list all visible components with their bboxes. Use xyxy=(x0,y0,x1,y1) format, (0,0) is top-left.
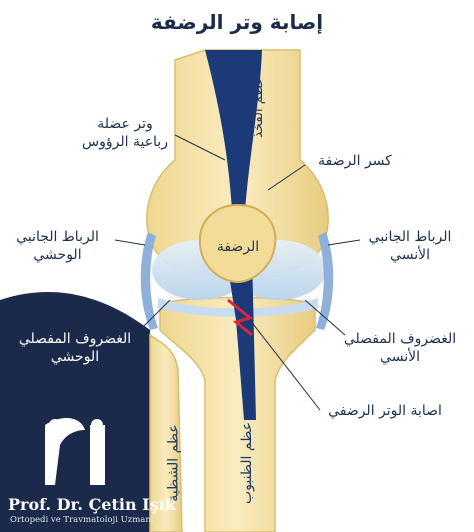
meniscus-band xyxy=(158,298,318,317)
tendon-tear xyxy=(227,298,254,337)
diagram-title: إصابة وتر الرضفة xyxy=(150,10,324,34)
brand-subtitle: Ortopedi ve Travmatoloji Uzmanı xyxy=(10,515,154,525)
leader-lateral-cartilage xyxy=(139,299,171,331)
leader-quadriceps xyxy=(174,134,226,161)
brand-logo xyxy=(45,418,105,485)
label-patella: الرضفة xyxy=(216,239,260,255)
brand-background xyxy=(0,291,150,532)
tibia-bone xyxy=(159,296,316,532)
leader-medial-ligament xyxy=(327,239,361,246)
leader-patella-fracture xyxy=(267,164,306,191)
label-quadriceps-tendon: وتر عضلة رباعية الرؤوس xyxy=(82,116,168,150)
brand-name: Prof. Dr. Çetin Işık xyxy=(8,495,176,514)
label-medial-ligament: الرباط الجانبي الأنسي xyxy=(368,229,452,263)
medial-ligament-shape xyxy=(316,232,334,330)
lateral-ligament-shape xyxy=(140,232,158,330)
fibula-bone xyxy=(149,333,183,532)
leader-lateral-ligament xyxy=(114,239,146,246)
label-patella-fracture: كسر الرضفة xyxy=(318,153,392,169)
label-femur: عظم الفخذ xyxy=(250,77,266,138)
leader-tendon-injury xyxy=(249,319,321,411)
label-medial-cartilage: الغضروف المفصلي الأنسي xyxy=(343,331,457,365)
patellar-tendon-shape xyxy=(226,255,256,420)
label-fibula: عظم الشظية xyxy=(165,424,182,502)
quadriceps-tendon-shape xyxy=(205,50,262,210)
label-lateral-ligament: الرباط الجانبي الوحشي xyxy=(16,229,99,263)
patella-shape xyxy=(198,203,277,284)
label-patellar-tendon-injury: اصابة الوتر الرضفي xyxy=(328,403,442,419)
label-lateral-cartilage: الغضروف المفصلي الوحشي xyxy=(18,331,132,365)
label-tibia: عظم الظنبوب xyxy=(239,421,256,505)
leader-medial-cartilage xyxy=(304,299,346,336)
